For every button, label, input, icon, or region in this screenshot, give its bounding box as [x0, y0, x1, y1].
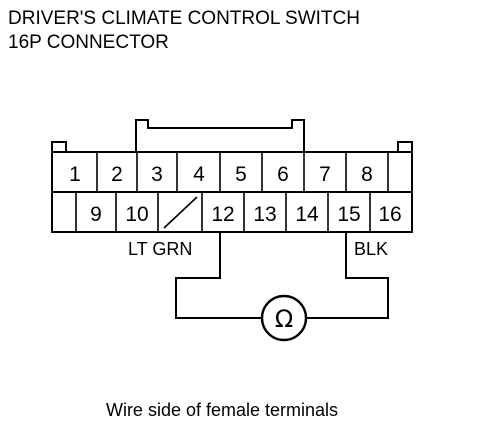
diagram-title-line-2: 16P CONNECTOR [8, 32, 169, 53]
diagram-caption: Wire side of female terminals [106, 400, 338, 420]
test-circuit [175, 232, 389, 319]
pin-label-6: 6 [277, 163, 289, 186]
top-row-separators [96, 152, 389, 192]
ohm-symbol: Ω [275, 305, 293, 333]
pin-label-2: 2 [111, 163, 123, 186]
pin-label-13: 13 [253, 203, 276, 226]
pin-label-15: 15 [337, 203, 360, 226]
wire-label-blk: BLK [354, 239, 388, 259]
top-row-pins: 1 2 3 4 5 6 7 8 [69, 163, 373, 186]
bottom-row-separators [75, 192, 371, 232]
pin-label-14: 14 [295, 203, 319, 226]
pin-label-16: 16 [378, 203, 401, 226]
pin-label-3: 3 [151, 163, 163, 186]
pin-label-9: 9 [90, 203, 102, 226]
bottom-row-pins: 9 10 12 13 14 15 16 [90, 203, 402, 226]
wire-pin-12 [175, 232, 262, 319]
pin-label-10: 10 [125, 203, 148, 226]
unused-cavity-slash [163, 196, 198, 229]
wire-pin-15 [306, 232, 389, 319]
wire-label-lt-grn: LT GRN [128, 239, 192, 259]
pin-label-4: 4 [193, 163, 205, 186]
ohmmeter-icon: Ω [260, 294, 308, 342]
connector-body [51, 119, 413, 233]
pin-label-7: 7 [319, 163, 331, 186]
diagram-title-line-1: DRIVER'S CLIMATE CONTROL SWITCH [8, 8, 360, 29]
pin-label-12: 12 [211, 203, 234, 226]
connector-latch [135, 119, 305, 152]
pin-label-1: 1 [69, 163, 81, 186]
pin-label-8: 8 [361, 163, 373, 186]
pin-label-5: 5 [235, 163, 247, 186]
